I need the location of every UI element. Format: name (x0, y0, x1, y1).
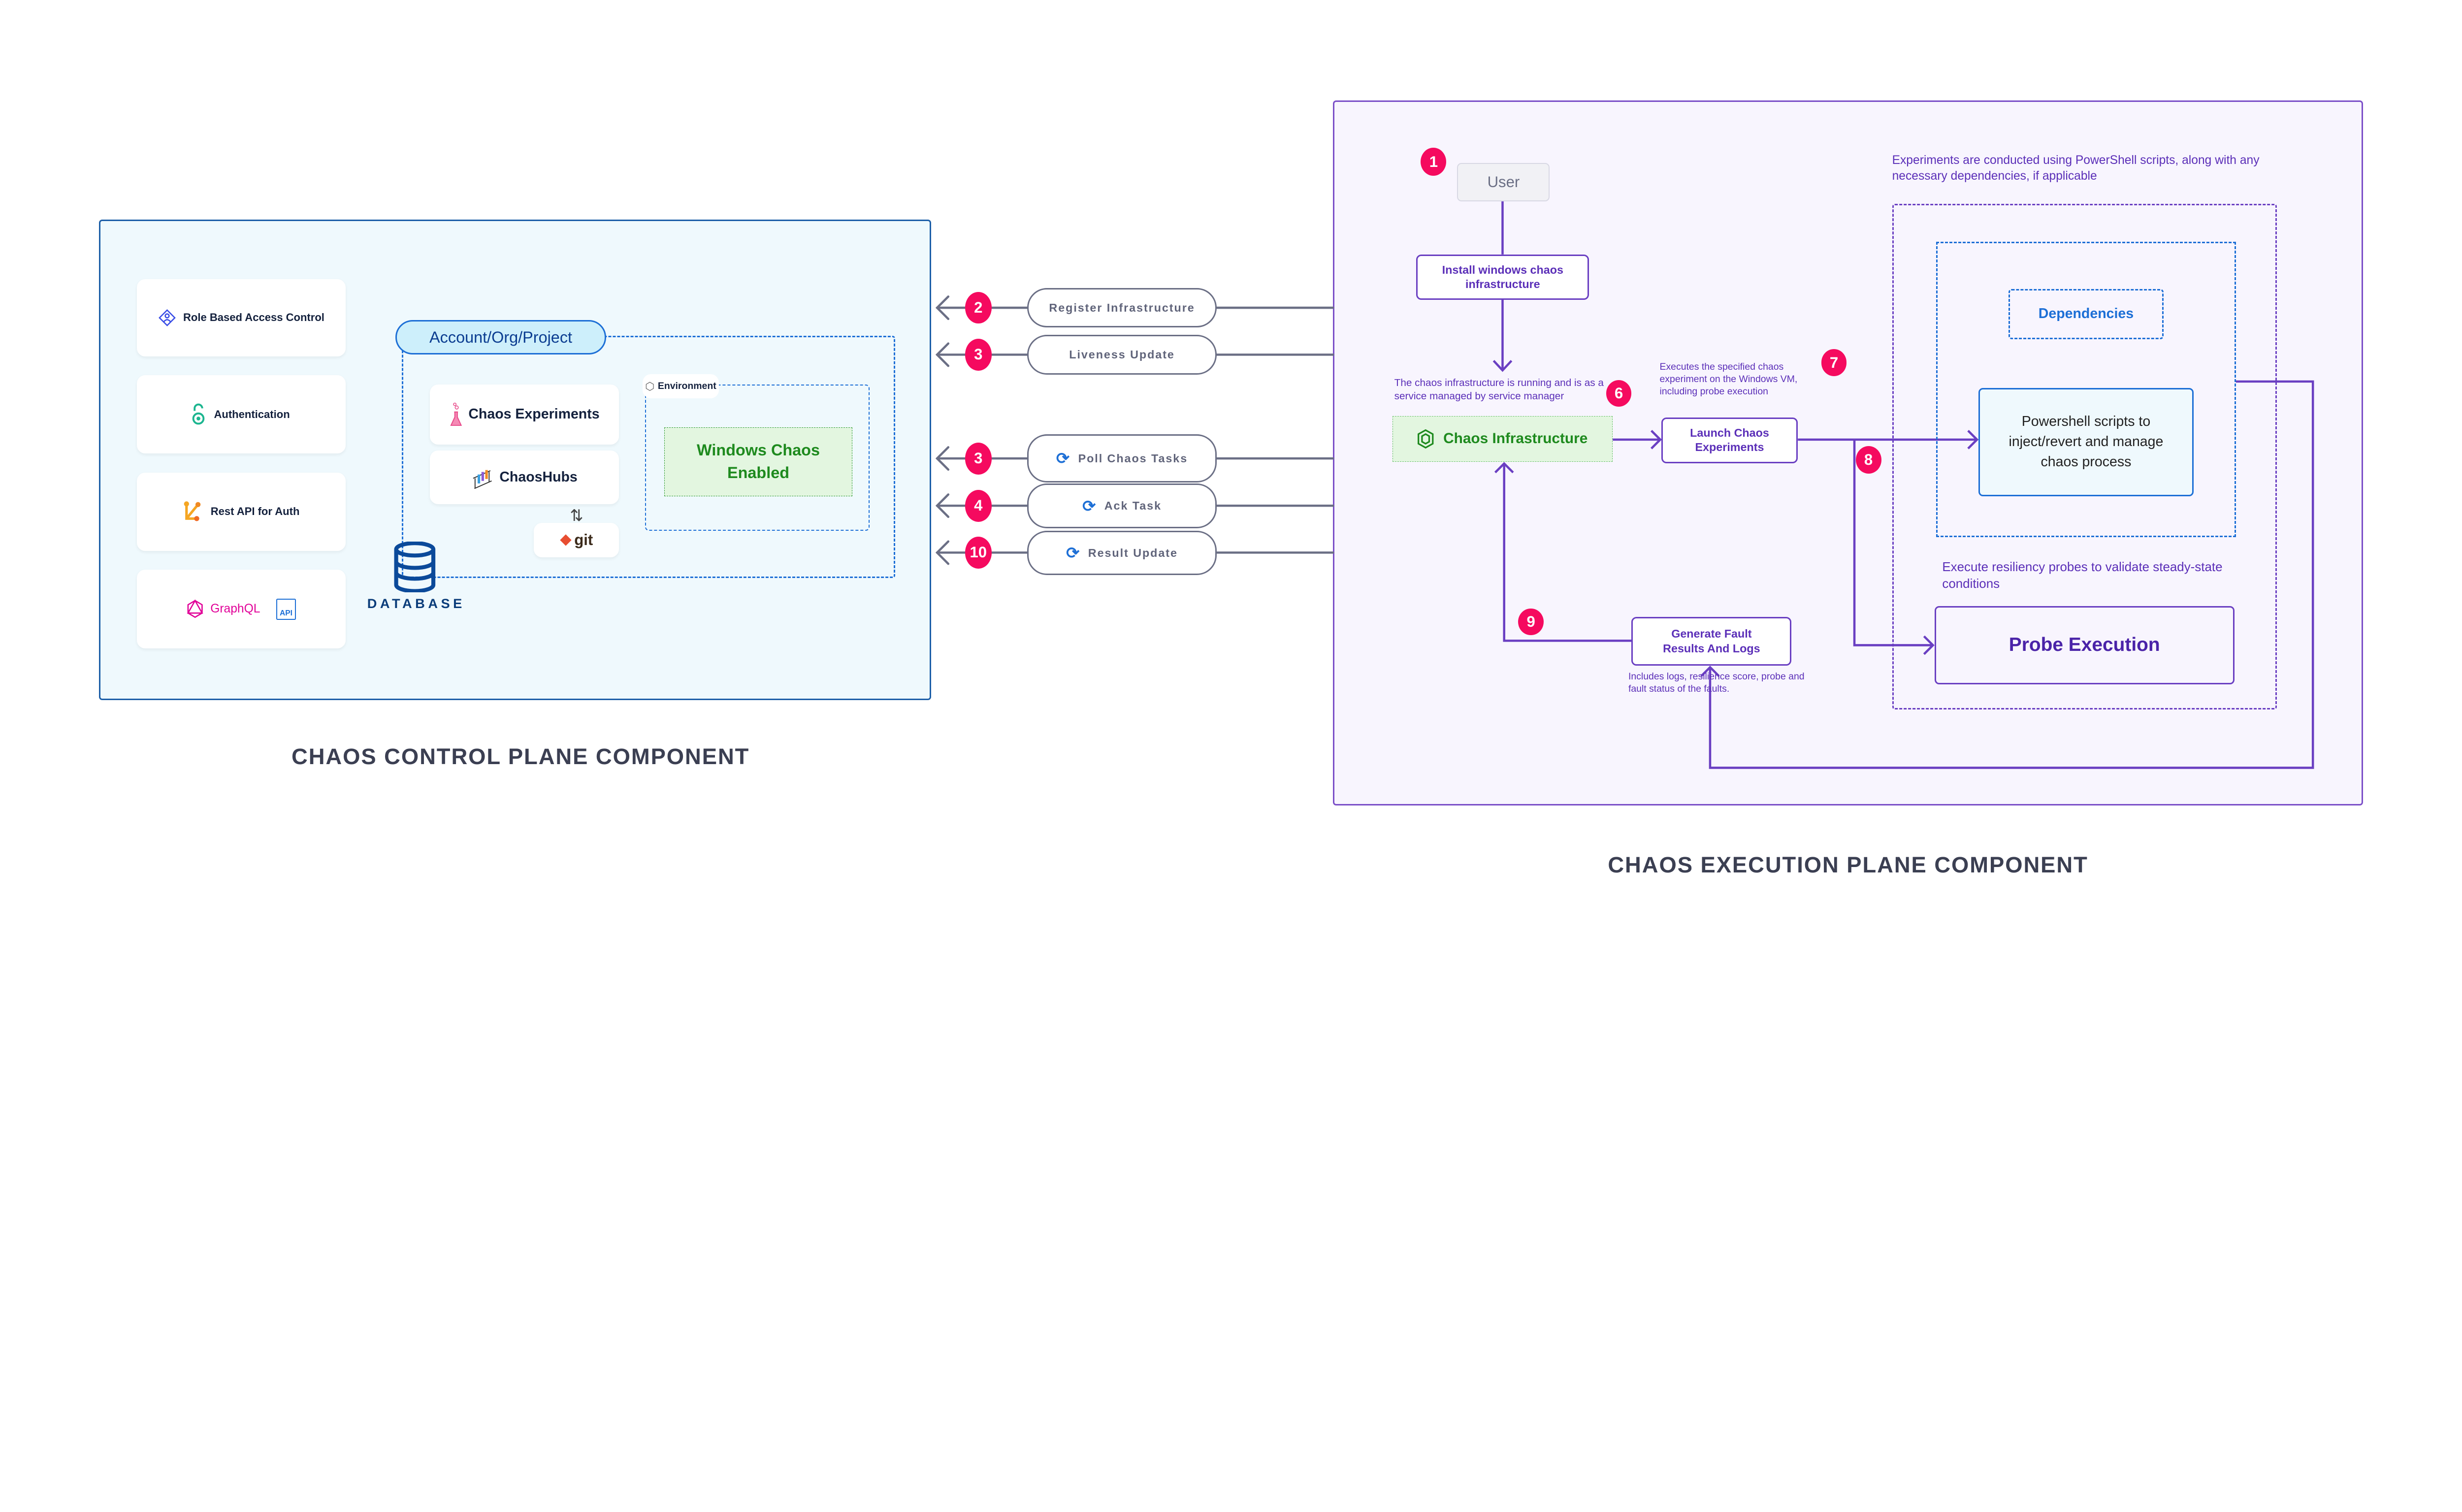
open-access-icon (193, 403, 205, 425)
step-badge: 10 (965, 537, 992, 569)
launch-note: Executes the specified chaos experiment … (1659, 361, 1798, 397)
execution-arrows (1492, 201, 2314, 769)
sync-icon: ⟳ (1082, 497, 1097, 515)
feature-label: Authentication (214, 408, 290, 420)
install-infrastructure-box[interactable]: Install windows chaos infrastructure (1416, 254, 1589, 300)
flask-icon (450, 402, 462, 426)
launch-chaos-experiments-box[interactable]: Launch Chaos Experiments (1661, 418, 1798, 463)
dependencies-box: Dependencies (2008, 289, 2164, 339)
user-box: User (1457, 163, 1550, 201)
git-icon (560, 534, 572, 546)
step-badge: 6 (1606, 380, 1632, 407)
probe-execution-box[interactable]: Probe Execution (1934, 606, 2235, 685)
rbac-icon (159, 309, 176, 326)
sync-icon: ⟳ (1066, 544, 1081, 562)
chaoshubs-card[interactable]: ChaosHubs (430, 450, 619, 504)
database-icon (394, 541, 436, 593)
chaoshubs-label: ChaosHubs (499, 469, 578, 485)
account-org-project-pill[interactable]: Account/Org/Project (395, 320, 606, 355)
launch-to-probe (1853, 439, 1933, 646)
hexagon-icon (1418, 429, 1434, 449)
step-badge: 2 (965, 291, 992, 324)
poll-chaos-tasks-pill: ⟳Poll Chaos Tasks (1027, 434, 1217, 483)
git-card: git (534, 523, 619, 558)
chaos-experiments-card[interactable]: Chaos Experiments (430, 385, 619, 445)
feature-card-rbac: Role Based Access Control (136, 279, 346, 356)
liveness-update-pill: Liveness Update (1027, 335, 1217, 375)
infra-note: The chaos infrastructure is running and … (1394, 377, 1604, 402)
step-badge: 1 (1421, 148, 1447, 176)
register-infrastructure-pill: Register Infrastructure (1027, 288, 1217, 328)
step-badge: 8 (1855, 446, 1881, 474)
step-badge: 7 (1821, 349, 1847, 376)
sync-arrows-icon: ⇅ (570, 506, 583, 524)
feature-label: Role Based Access Control (183, 311, 324, 324)
scripts-to-generate (1709, 380, 2314, 769)
generate-note: Includes logs, resilience score, probe a… (1628, 671, 1805, 694)
chaos-infrastructure-box[interactable]: Chaos Infrastructure (1393, 416, 1613, 462)
control-plane-title: CHAOS CONTROL PLANE COMPONENT (292, 743, 750, 769)
chaoshub-icon (473, 470, 492, 489)
feature-card-rest-api: Rest API for Auth (136, 472, 346, 551)
graphql-icon (187, 599, 203, 618)
generate-to-infra (1503, 463, 1632, 642)
git-label: git (574, 531, 593, 549)
powershell-scripts-box: Powershell scripts to inject/revert and … (1978, 387, 2194, 496)
execution-plane-title: CHAOS EXECUTION PLANE COMPONENT (1608, 852, 2088, 878)
probe-note: Execute resiliency probes to validate st… (1942, 560, 2223, 591)
powershell-note: Experiments are conducted using PowerShe… (1892, 153, 2260, 183)
feature-card-authentication: Authentication (136, 375, 346, 454)
scripts-scope-box (1936, 241, 2236, 537)
api-doc-icon: API (276, 598, 296, 620)
database-label: DATABASE (367, 595, 465, 611)
step-badge: 3 (965, 442, 992, 475)
rest-api-icon (184, 501, 200, 521)
account-scope-box (402, 336, 895, 578)
step-badge: 9 (1518, 608, 1544, 636)
feature-label: Rest API for Auth (210, 505, 300, 518)
feature-card-graphql: GraphQL API (136, 570, 346, 648)
generate-results-box[interactable]: Generate Fault Results And Logs (1631, 617, 1792, 666)
ack-task-pill: ⟳Ack Task (1027, 483, 1217, 529)
result-update-pill: ⟳Result Update (1027, 530, 1217, 576)
experiment-scope-box (1892, 204, 2277, 710)
environment-box (645, 385, 870, 531)
environment-label: ⬡ Environment (642, 374, 719, 399)
graphql-label: GraphQL (210, 602, 260, 616)
chaos-experiments-label: Chaos Experiments (468, 406, 600, 422)
windows-chaos-enabled: Windows Chaos Enabled (664, 427, 853, 496)
sync-icon: ⟳ (1056, 450, 1071, 468)
diagram-frame: Role Based Access Control Authentication… (0, 0, 2462, 980)
step-badge: 3 (965, 338, 992, 371)
environment-icon: ⬡ (645, 380, 655, 392)
step-badge: 4 (965, 489, 992, 522)
